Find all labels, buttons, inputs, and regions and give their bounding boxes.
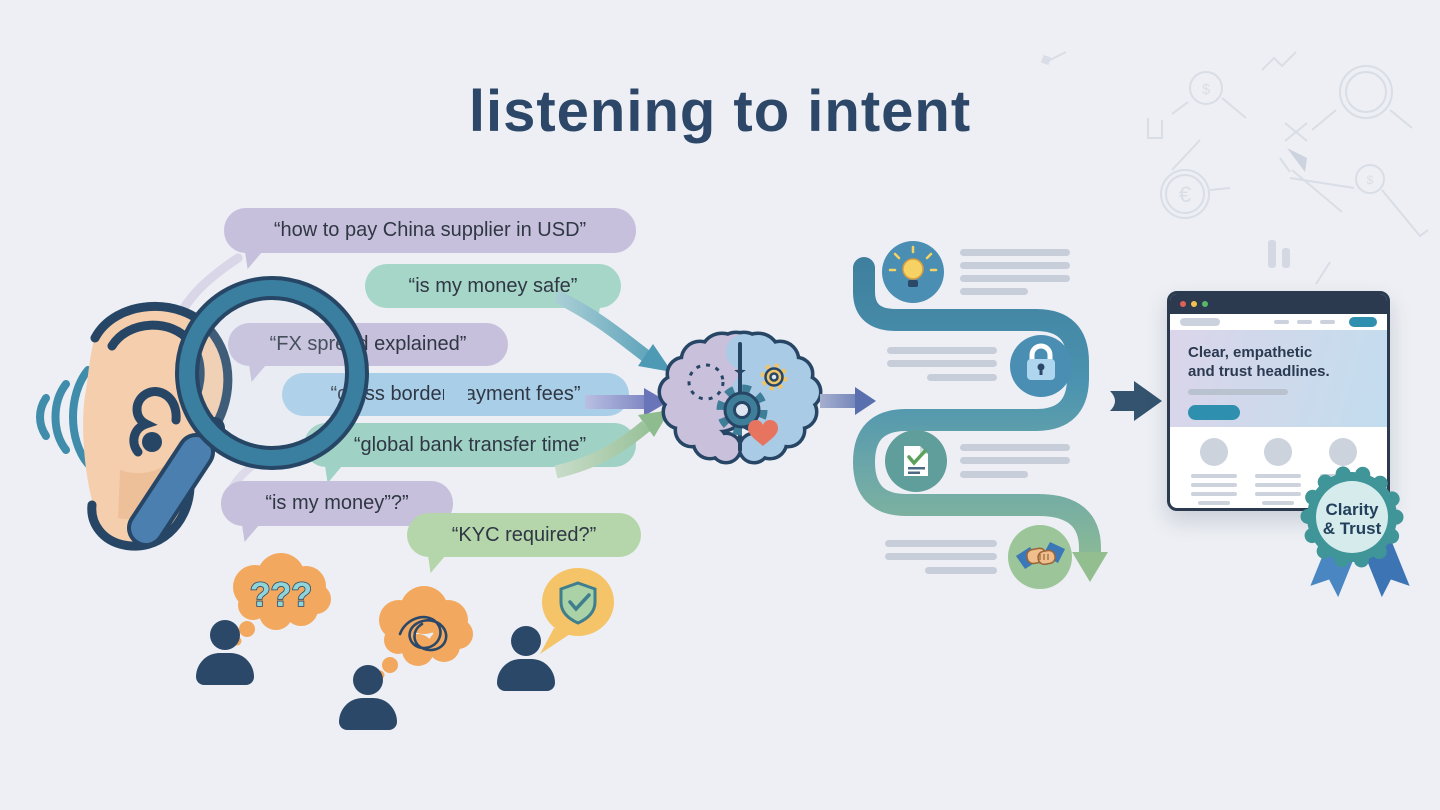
document-check-icon <box>904 446 928 476</box>
heart-icon <box>748 419 778 446</box>
hero-headline-line2: and trust headlines. <box>1188 363 1330 380</box>
shield-check-speech-bubble <box>540 568 614 654</box>
shield-icon <box>559 581 597 625</box>
lightbulb-icon <box>888 245 938 287</box>
nav-item-placeholder <box>1297 320 1312 324</box>
journey-s-path <box>852 257 1101 567</box>
window-close-dot <box>1180 301 1186 307</box>
avatar-placeholder <box>1264 438 1293 466</box>
journey-path-artwork <box>852 241 1162 589</box>
avatar-placeholder <box>1328 438 1357 466</box>
site-logo-placeholder <box>1180 318 1220 326</box>
step-text-lines <box>885 249 1070 574</box>
nav-item-placeholder <box>1320 320 1335 324</box>
arrow-to-brain-top <box>553 290 672 372</box>
browser-titlebar <box>1170 294 1387 314</box>
hero-section: Clear, empathetic and trust headlines. <box>1170 330 1387 427</box>
person-icon <box>196 620 254 685</box>
hero-cta-button <box>1188 405 1240 420</box>
website-mockup: Clear, empathetic and trust headlines. <box>1167 291 1390 511</box>
query-bubble: “how to pay China supplier in USD” <box>224 208 636 253</box>
query-bubble: “KYC required?” <box>407 513 641 557</box>
gear-icon <box>716 384 768 436</box>
badge-text-line2: & Trust <box>1323 519 1382 538</box>
background-finance-icons: $ € $ <box>1040 51 1429 285</box>
person-head <box>353 665 383 695</box>
hero-headline-line1: Clear, empathetic <box>1188 344 1313 361</box>
page-title: listening to intent <box>468 79 972 144</box>
svg-text:$: $ <box>1367 173 1374 187</box>
check-icon <box>568 593 591 612</box>
magnifying-glass-icon <box>127 276 369 547</box>
document-step <box>885 430 947 492</box>
small-gear-icon <box>760 363 788 391</box>
content-column <box>1191 438 1238 505</box>
dashed-circle-icon <box>687 363 725 401</box>
intent-processing-artwork <box>553 290 876 479</box>
content-column <box>1255 438 1302 505</box>
nav-cta-button <box>1349 317 1377 327</box>
handshake-step <box>1008 525 1072 589</box>
sound-waves-icon <box>36 366 92 468</box>
lightbulb-step <box>882 241 944 303</box>
person-head <box>511 626 541 656</box>
person-head <box>210 620 240 650</box>
clarity-trust-badge: Clarity & Trust <box>1300 465 1410 598</box>
arrow-to-brain-bottom <box>554 410 670 479</box>
hero-subline-placeholder <box>1188 389 1288 395</box>
window-maximize-dot <box>1202 301 1208 307</box>
nav-item-placeholder <box>1274 320 1289 324</box>
browser-navbar <box>1170 314 1387 330</box>
person-body <box>196 653 254 685</box>
avatar-placeholder <box>1200 438 1229 466</box>
brain-icon <box>657 330 823 465</box>
lock-step <box>1010 335 1072 397</box>
svg-text:$: $ <box>1202 81 1211 98</box>
arrow-brain-to-journey <box>820 387 876 415</box>
badge-text-line1: Clarity <box>1326 500 1379 519</box>
handshake-icon <box>1016 542 1065 569</box>
question-marks: ??? <box>250 576 312 614</box>
journey-arrowhead <box>1072 552 1108 582</box>
arrow-to-website <box>1110 381 1162 421</box>
svg-text:€: € <box>1179 182 1191 207</box>
query-bubble: “FX spread explained” <box>228 323 508 366</box>
person-body <box>339 698 397 730</box>
person-icon <box>339 665 397 730</box>
lock-icon <box>1027 343 1055 380</box>
person-icon <box>497 626 555 691</box>
question-marks-thought-cloud: ??? <box>232 553 331 646</box>
person-body <box>497 659 555 691</box>
tangled-scribble-thought-cloud <box>375 586 473 680</box>
window-minimize-dot <box>1191 301 1197 307</box>
arrow-to-brain-middle <box>585 388 668 416</box>
scribble-icon <box>398 615 448 652</box>
